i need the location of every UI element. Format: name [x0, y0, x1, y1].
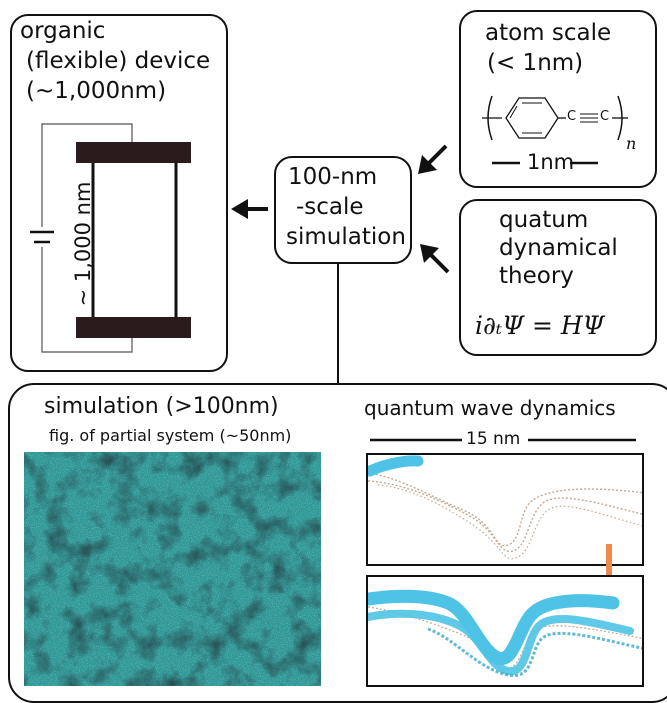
- wave-after-drawing: [368, 589, 642, 677]
- arrow-from-atom-head: [418, 155, 437, 174]
- organic-device-box: organic (flexible) device (~1,000nm): [10, 14, 228, 372]
- polymer-subscript: n: [626, 134, 637, 153]
- organic-size: (~1,000nm): [26, 78, 167, 104]
- center-line-2: -scale: [296, 194, 364, 220]
- arrow-from-atom-shaft: [426, 144, 448, 166]
- simulation-snapshot: [24, 452, 321, 686]
- arrow-from-quantum-shaft: [428, 252, 450, 274]
- right-panel-title: quantum wave dynamics: [364, 396, 616, 420]
- left-panel-subtitle: fig. of partial system (~50nm): [49, 426, 292, 445]
- atom-scale-label: 1nm: [527, 150, 575, 174]
- left-panel-title: simulation (>100nm): [44, 394, 279, 419]
- arrow-from-quantum-head: [420, 244, 439, 263]
- device-height-label: ~ 1,000 nm: [71, 181, 95, 307]
- schrodinger-equation: i∂ₜΨ = HΨ: [475, 311, 605, 340]
- wave-panel-after: [366, 575, 644, 687]
- simulation-center-box: 100-nm -scale simulation: [274, 156, 412, 264]
- carbon-right: C: [600, 109, 610, 124]
- wave-before-drawing: [368, 455, 642, 560]
- organic-title: organic: [20, 18, 106, 44]
- organic-subtitle: (flexible) device: [26, 48, 211, 74]
- arrow-to-device-head: [231, 199, 248, 219]
- wave-packet-initial: [368, 455, 424, 477]
- atom-title: atom scale: [485, 20, 612, 46]
- wave-panel-before: [366, 453, 644, 566]
- quantum-theory-box: quatum dynamical theory i∂ₜΨ = HΨ: [459, 199, 657, 356]
- center-line-3: simulation: [286, 224, 406, 250]
- atom-size: (< 1nm): [487, 50, 584, 76]
- quantum-line-3: theory: [499, 263, 574, 289]
- quantum-line-2: dynamical: [499, 235, 618, 261]
- center-line-1: 100-nm: [288, 164, 378, 190]
- wave-scale-label: 15 nm: [466, 429, 521, 449]
- simulation-texture: [24, 452, 321, 686]
- quantum-line-1: quatum: [499, 207, 589, 233]
- carbon-left: C: [567, 109, 577, 124]
